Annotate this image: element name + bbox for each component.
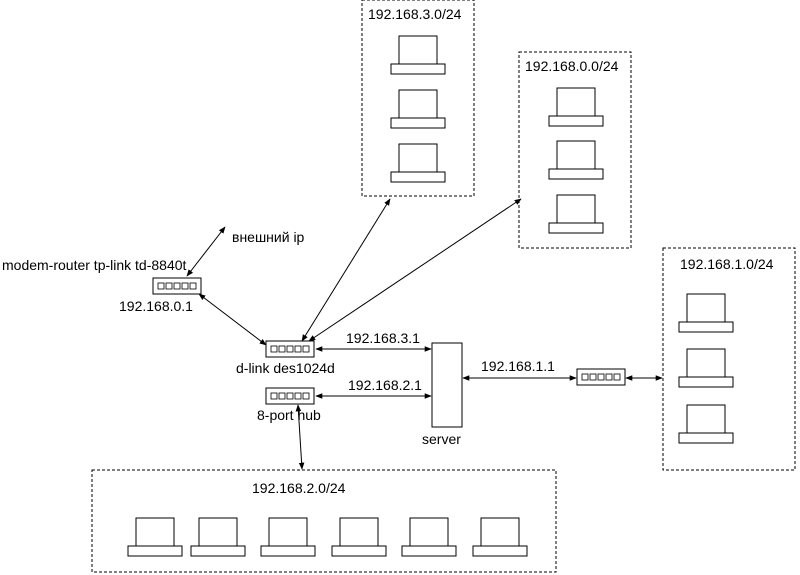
subnet-1-pc-2 [678, 348, 734, 388]
subnet-0-pc-2 [548, 140, 604, 180]
server-group: server [422, 342, 463, 447]
subnet-1-pc-3 [678, 404, 734, 444]
subnet-2-pc-1 [127, 517, 183, 557]
hub-device [265, 387, 315, 405]
subnet-3-pc-3 [390, 143, 446, 183]
subnet-1-switch [576, 368, 626, 386]
subnet-0-group: 192.168.0.0/24 [518, 51, 632, 249]
subnet-2-box [91, 469, 557, 573]
hub-group: 8-port hub [257, 387, 321, 423]
subnet-1-group: 192.168.1.0/24 [662, 247, 796, 471]
subnet-0-label: 192.168.0.0/24 [525, 58, 619, 74]
link-label-server-switch1: 192.168.1.1 [481, 358, 555, 374]
subnet-3-group: 192.168.3.0/24 [361, 0, 475, 197]
router-device [152, 277, 202, 295]
subnet-0-pc-3 [548, 194, 604, 234]
subnet-1-box [662, 247, 796, 471]
subnet-2-pc-3 [260, 517, 316, 557]
subnet-2-pc-4 [331, 517, 387, 557]
subnet-2-pc-6 [472, 517, 528, 557]
link-dlink-subnet0 [308, 198, 522, 342]
dlink-device [265, 340, 315, 358]
subnet-3-pc-2 [390, 89, 446, 129]
link-dlink-subnet3 [301, 198, 391, 342]
subnet-1-pc-1 [678, 293, 734, 333]
dlink-name: d-link des1024d [236, 360, 335, 376]
hub-name: 8-port hub [257, 407, 321, 423]
server-name: server [422, 431, 461, 447]
subnet-0-box [518, 51, 632, 249]
link-router-dlink [198, 293, 267, 346]
router-name: modem-router tp-link td-8840t [2, 257, 187, 273]
subnet-1-label: 192.168.1.0/24 [680, 256, 774, 272]
subnet-3-pc-1 [390, 35, 446, 75]
dlink-group: d-link des1024d [236, 340, 335, 376]
subnet-2-group: 192.168.2.0/24 [91, 469, 557, 573]
link-hub-subnet2 [295, 404, 305, 470]
external-ip-label: внешний ip [232, 229, 305, 245]
subnet-2-pc-5 [401, 517, 457, 557]
subnet-2-pc-2 [190, 517, 246, 557]
link-router-external [186, 226, 226, 277]
subnet-3-box [361, 0, 475, 197]
link-label-dlink-server: 192.168.3.1 [346, 330, 420, 346]
router-group: modem-router tp-link td-8840t 192.168.0.… [2, 257, 202, 314]
subnet-2-label: 192.168.2.0/24 [252, 480, 346, 496]
subnet-0-pc-1 [548, 87, 604, 127]
router-ip: 192.168.0.1 [119, 298, 193, 314]
server-device [431, 342, 463, 428]
link-label-hub-server: 192.168.2.1 [348, 377, 422, 393]
subnet-3-label: 192.168.3.0/24 [368, 6, 462, 22]
